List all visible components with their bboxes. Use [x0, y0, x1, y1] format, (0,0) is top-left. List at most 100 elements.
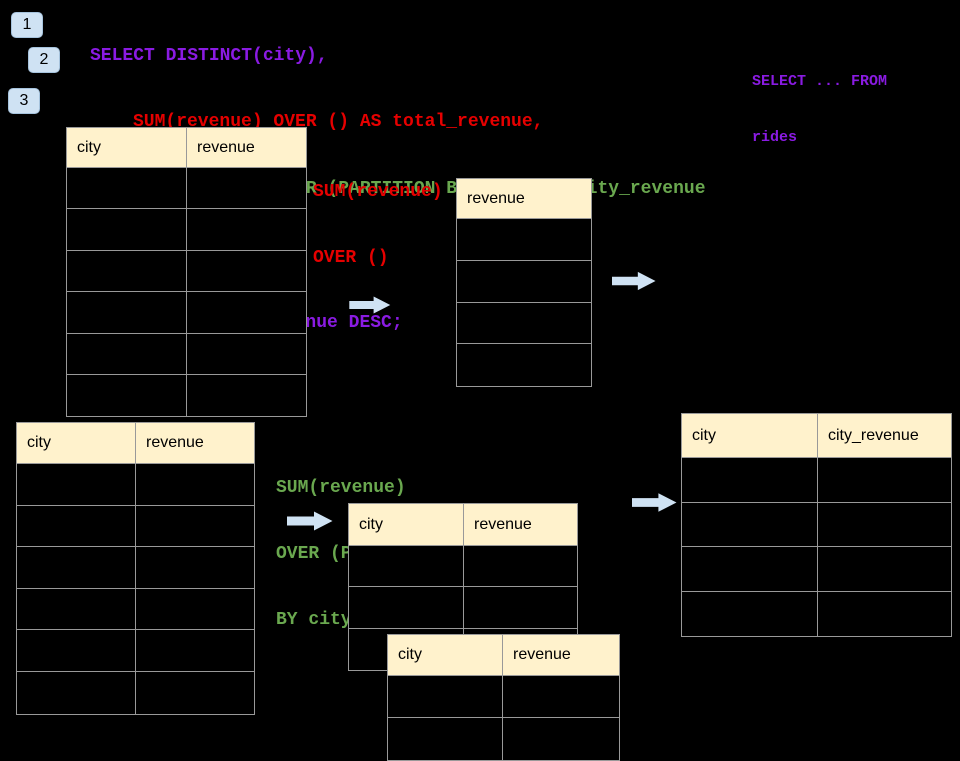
- side-note-line: SELECT ... FROM: [752, 73, 888, 90]
- table-row: [457, 260, 591, 303]
- empty-cell: [67, 250, 187, 293]
- table-row: [67, 168, 306, 210]
- empty-cell: [457, 302, 591, 345]
- right-arrow-icon: [632, 493, 677, 512]
- column-header-city: city: [682, 414, 818, 458]
- empty-cell: [818, 458, 951, 503]
- column-header-city: city: [349, 504, 464, 546]
- empty-cell: [682, 591, 818, 636]
- table-row: [682, 458, 951, 503]
- empty-cell: [503, 718, 619, 760]
- empty-cell: [187, 250, 306, 293]
- table-row: [682, 502, 951, 547]
- column-header-city: city: [67, 128, 187, 168]
- table-row: [17, 547, 254, 589]
- table-row: [388, 718, 619, 760]
- table-row: [17, 505, 254, 548]
- column-header-revenue: revenue: [464, 504, 577, 546]
- empty-cell: [136, 464, 254, 506]
- step-badge-1: 1: [11, 12, 43, 38]
- table-row: [67, 250, 306, 293]
- empty-cell: [67, 209, 187, 251]
- empty-cell: [457, 344, 591, 387]
- empty-cell: [67, 292, 187, 334]
- right-arrow-icon: [349, 296, 391, 314]
- empty-cell: [457, 260, 591, 303]
- empty-cell: [187, 209, 306, 251]
- annotation-line: SUM(revenue): [276, 478, 406, 498]
- annotation-sum-over-total: SUM(revenue) OVER (): [313, 137, 443, 291]
- column-header-revenue: revenue: [187, 128, 306, 168]
- annotation-line: OVER (): [313, 248, 389, 268]
- empty-cell: [349, 546, 464, 588]
- table-row: [457, 344, 591, 387]
- empty-cell: [67, 168, 187, 210]
- annotation-line: SUM(revenue): [313, 182, 443, 202]
- empty-cell: [682, 458, 818, 503]
- column-header-revenue: revenue: [457, 179, 591, 219]
- table-row: [17, 464, 254, 506]
- table-row: [67, 209, 306, 251]
- empty-cell: [136, 547, 254, 589]
- empty-cell: [187, 168, 306, 210]
- column-header-city: city: [388, 635, 503, 676]
- table-row: [457, 219, 591, 261]
- side-note-line: rides: [752, 128, 798, 146]
- table-row: [17, 588, 254, 631]
- empty-cell: [17, 505, 136, 548]
- step-badge-2: 2: [28, 47, 60, 73]
- empty-cell: [818, 591, 951, 636]
- column-header-revenue: revenue: [503, 635, 619, 676]
- table-row: [67, 333, 306, 375]
- table-row: [388, 676, 619, 718]
- empty-cell: [682, 502, 818, 547]
- empty-cell: [136, 505, 254, 548]
- empty-cell: [136, 671, 254, 714]
- empty-cell: [136, 588, 254, 631]
- table-row: [67, 292, 306, 334]
- column-header-revenue: revenue: [136, 423, 254, 464]
- empty-cell: [17, 547, 136, 589]
- empty-cell: [17, 588, 136, 631]
- empty-cell: [187, 374, 306, 417]
- column-header-city: city: [17, 423, 136, 464]
- column-header-city_revenue: city_revenue: [818, 414, 951, 458]
- empty-cell: [187, 292, 306, 334]
- step-badge-3: 3: [8, 88, 40, 114]
- empty-cell: [349, 587, 464, 629]
- table-row: [67, 374, 306, 417]
- empty-cell: [388, 718, 503, 760]
- empty-cell: [17, 671, 136, 714]
- table-row: [349, 546, 577, 588]
- empty-cell: [187, 333, 306, 375]
- empty-cell: [457, 219, 591, 261]
- right-arrow-icon: [612, 271, 656, 291]
- empty-cell: [818, 547, 951, 592]
- table-row: [17, 630, 254, 672]
- table-row: [349, 587, 577, 629]
- empty-cell: [67, 374, 187, 417]
- empty-cell: [17, 464, 136, 506]
- table-row: [682, 547, 951, 592]
- empty-cell: [503, 676, 619, 718]
- empty-cell: [464, 587, 577, 629]
- sql-line-select: SELECT DISTINCT(city),: [90, 45, 328, 66]
- empty-cell: [682, 547, 818, 592]
- empty-cell: [136, 630, 254, 672]
- empty-cell: [67, 333, 187, 375]
- empty-cell: [388, 676, 503, 718]
- table-row: [682, 591, 951, 636]
- empty-cell: [17, 630, 136, 672]
- table-header-row: revenue: [457, 179, 591, 219]
- table-row: [17, 671, 254, 714]
- right-arrow-icon: [287, 511, 333, 531]
- side-note-select-from-rides: SELECT ... FROM rides: [752, 36, 887, 166]
